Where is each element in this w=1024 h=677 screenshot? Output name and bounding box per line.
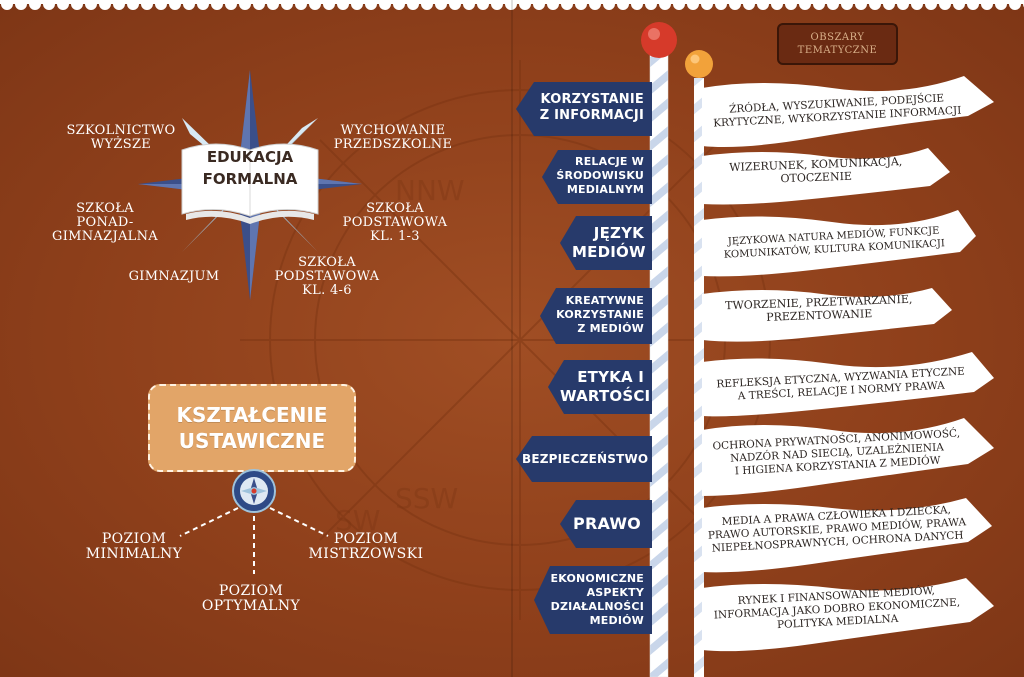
thematic-areas-header: OBSZARY TEMATYCZNE: [777, 23, 898, 65]
lifelong-learning-box: KSZTAŁCENIE USTAWICZNE: [148, 384, 356, 472]
area-flag-5: [702, 352, 994, 417]
formal-education-title-line-1: EDUKACJA: [206, 148, 294, 166]
area-flag-8: [702, 578, 994, 652]
svg-text:NNW: NNW: [395, 174, 465, 207]
area-flag-7: [702, 498, 992, 573]
area-tag-6: [516, 436, 652, 482]
area-tag-label: BEZPIECZEŃSTWO: [522, 452, 649, 466]
level-optimal: POZIOM OPTYMALNY: [201, 583, 301, 614]
label-primary-school-1-3: SZKOŁA PODSTAWOWA KL. 1-3: [342, 201, 448, 244]
formal-education-title-line-2: FORMALNA: [202, 170, 298, 188]
label-preschool: WYCHOWANIE PRZEDSZKOLNE: [333, 123, 453, 152]
lifelong-learning-title-line-2: USTAWICZNE: [178, 429, 326, 453]
area-flag-2: [702, 148, 950, 205]
scalloped-edge: [0, 0, 1024, 10]
label-higher-education: SZKOLNICTWO WYŻSZE: [66, 123, 176, 152]
formal-education-title: EDUKACJA FORMALNA: [186, 146, 314, 190]
area-tag-7: [560, 500, 652, 548]
level-master: POZIOM MISTRZOWSKI: [308, 531, 424, 562]
signpost-poles: [641, 22, 713, 677]
label-primary-school-4-6: SZKOŁA PODSTAWOWA KL. 4-6: [274, 255, 380, 298]
area-flag-1: [702, 76, 994, 147]
area-flag-6: [702, 418, 994, 496]
area-tag-8: [534, 566, 652, 634]
label-gymnasium: GIMNAZJUM: [128, 269, 220, 284]
page-fold: [511, 0, 513, 677]
red-pin-head-icon: [641, 22, 677, 58]
area-tag-2: [542, 150, 652, 204]
lifelong-learning-title-line-1: KSZTAŁCENIE: [176, 403, 328, 427]
header-line-2: TEMATYCZNE: [797, 45, 878, 56]
compass-star-icon: [138, 70, 362, 300]
compass-icon: [232, 469, 276, 513]
area-tag-4: [540, 288, 652, 344]
label-post-gymnasium-school: SZKOŁA PONAD- GIMNAZJALNA: [52, 201, 158, 244]
area-flag-4: [702, 288, 952, 342]
area-tag-label: PRAWO: [573, 514, 641, 533]
area-flag-3: [702, 210, 976, 277]
area-tag-3: [560, 216, 652, 270]
svg-text:SW: SW: [335, 504, 380, 537]
level-minimal: POZIOM MINIMALNY: [85, 531, 183, 562]
area-tag-5: [548, 360, 652, 414]
header-line-1: OBSZARY: [810, 32, 865, 43]
area-tag-1: [516, 82, 652, 136]
svg-text:SSW: SSW: [395, 482, 458, 515]
